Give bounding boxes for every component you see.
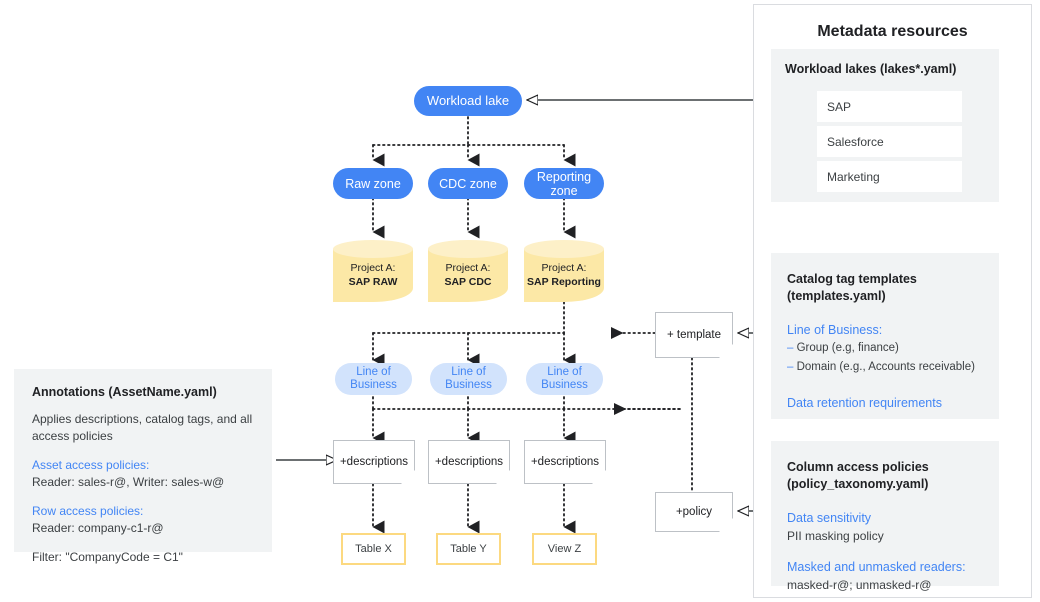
project-line-2: SAP Reporting [527,276,601,288]
catalog-tag-templates-card: Catalog tag templates (templates.yaml) L… [771,253,999,419]
data-sensitivity-label: Data sensitivity [787,511,872,525]
node-descriptions-2[interactable]: +descriptions [428,440,510,484]
node-line-of-business-1-label: Line of Business [350,365,397,392]
folded-corner-icon [496,470,510,484]
node-project-sap-cdc-label: Project A: SAP CDC [428,240,508,302]
node-descriptions-3[interactable]: +descriptions [524,440,606,484]
node-project-sap-reporting[interactable]: Project A: SAP Reporting [524,240,604,302]
lake-item-sap[interactable]: SAP [817,91,962,122]
column-policies-heading-line2: (policy_taxonomy.yaml) [787,477,929,491]
node-descriptions-2-label: +descriptions [434,456,504,468]
project-line-2: SAP CDC [444,276,492,288]
node-workload-lake[interactable]: Workload lake [414,86,522,116]
node-asset-table-x[interactable]: Table X [341,533,406,565]
template-bullet-2: – Domain (e.g., Accounts receivable) [787,358,985,377]
node-project-sap-raw-label: Project A: SAP RAW [333,240,413,302]
data-sensitivity-value: PII masking policy [787,529,884,543]
annotations-panel: Annotations (AssetName.yaml) Applies des… [14,369,272,564]
project-line-1: Project A: [445,262,491,274]
node-descriptions-3-label: +descriptions [530,456,600,468]
node-zone-raw[interactable]: Raw zone [333,168,413,199]
lake-item-salesforce[interactable]: Salesforce [817,126,962,157]
node-line-of-business-3[interactable]: Line of Business [526,363,603,395]
node-zone-reporting-label: Reporting zone [536,169,592,198]
node-project-sap-cdc[interactable]: Project A: SAP CDC [428,240,508,302]
node-template-label: + template [666,329,722,341]
metadata-panel-title: Metadata resources [817,23,968,40]
dash-icon: – [787,342,794,354]
node-asset-view-z[interactable]: View Z [532,533,597,565]
project-line-2: SAP RAW [348,276,398,288]
node-policy[interactable]: +policy [655,492,733,532]
template-bullet-1: – Group (e.g, finance) [787,339,985,358]
project-line-1: Project A: [350,262,396,274]
catalog-templates-heading-line2: (templates.yaml) [787,289,886,303]
node-zone-cdc-label: CDC zone [439,176,497,191]
node-line-of-business-3-label: Line of Business [541,365,588,392]
lake-item-salesforce-label: Salesforce [827,134,884,149]
column-access-policies-card: Column access policies (policy_taxonomy.… [771,441,999,592]
cylinder-top [333,240,413,258]
annotations-intro: Applies descriptions, catalog tags, and … [32,412,253,443]
asset-access-policies-value: Reader: sales-r@, Writer: sales-w@ [32,475,225,489]
annotations-filter: Filter: "CompanyCode = C1" [32,550,183,564]
catalog-templates-heading-line1: Catalog tag templates [787,272,917,286]
template-bullet-1-label: Group (e.g, finance) [796,342,899,354]
node-descriptions-1-label: +descriptions [339,456,409,468]
node-zone-reporting[interactable]: Reporting zone [524,168,604,199]
template-bullet-2-label: Domain (e.g., Accounts receivable) [796,361,975,373]
node-asset-table-y[interactable]: Table Y [436,533,501,565]
node-workload-lake-label: Workload lake [426,93,510,108]
row-access-policies-value: Reader: company-c1-r@ [32,521,164,535]
node-asset-view-z-label: View Z [547,543,582,555]
row-access-policies-label: Row access policies: [32,504,144,518]
data-retention-requirements: Data retention requirements [787,396,942,410]
workload-lakes-heading: Workload lakes (lakes*.yaml) [785,62,957,76]
lake-item-marketing-label: Marketing [827,169,880,184]
node-line-of-business-2[interactable]: Line of Business [430,363,507,395]
metadata-resources-panel: Metadata resources Workload lakes (lakes… [753,4,1032,598]
node-project-sap-reporting-label: Project A: SAP Reporting [524,240,604,302]
cylinder-top [524,240,604,258]
masked-readers-label: Masked and unmasked readers: [787,560,966,574]
node-line-of-business-2-label: Line of Business [445,365,492,392]
node-asset-table-x-label: Table X [355,543,392,555]
node-line-of-business-1[interactable]: Line of Business [335,363,412,395]
node-asset-table-y-label: Table Y [450,543,487,555]
node-zone-raw-label: Raw zone [345,176,401,191]
annotations-title: Annotations (AssetName.yaml) [32,385,217,399]
asset-access-policies-label: Asset access policies: [32,458,150,472]
column-policies-heading-line1: Column access policies [787,460,929,474]
folded-corner-icon [401,470,415,484]
folded-corner-icon [592,470,606,484]
node-project-sap-raw[interactable]: Project A: SAP RAW [333,240,413,302]
lake-item-sap-label: SAP [827,99,852,114]
project-line-1: Project A: [541,262,587,274]
folded-corner-icon [719,518,733,532]
node-policy-label: +policy [675,506,713,518]
cylinder-top [428,240,508,258]
dash-icon: – [787,361,794,373]
node-template[interactable]: + template [655,312,733,358]
node-descriptions-1[interactable]: +descriptions [333,440,415,484]
folded-corner-icon [719,344,733,358]
node-zone-cdc[interactable]: CDC zone [428,168,508,199]
line-of-business-label: Line of Business: [787,323,883,337]
lake-item-marketing[interactable]: Marketing [817,161,962,192]
masked-readers-value: masked-r@; unmasked-r@ [787,578,932,592]
